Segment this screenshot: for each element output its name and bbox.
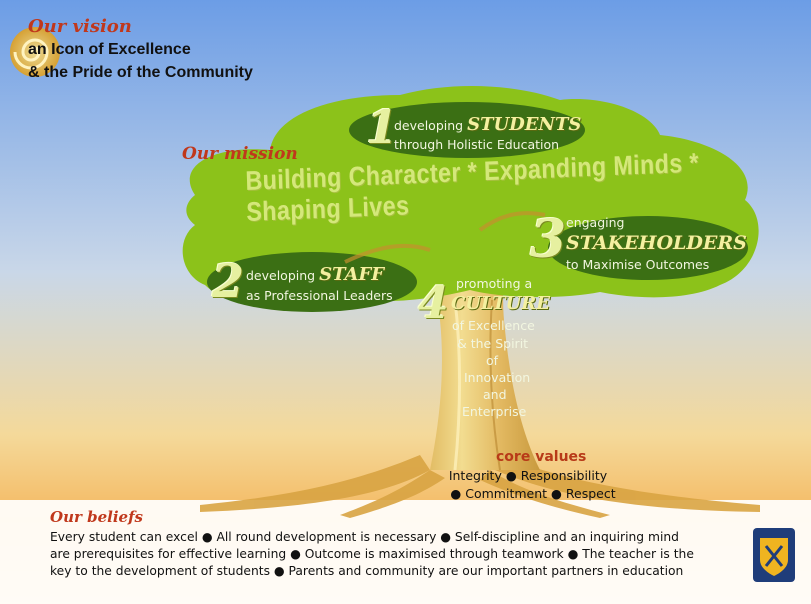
mission-item-3-number: 3 [530, 209, 567, 270]
mission-item-4-line5: Innovation [464, 370, 531, 385]
mission-item-2-line2: as Professional Leaders [246, 288, 393, 303]
vision-line-2: & the Pride of the Community [28, 64, 253, 81]
core-values-heading: core values [496, 449, 587, 465]
mission-item-4-line6: and [483, 387, 507, 402]
core-values-line-1: Integrity ● Responsibility [448, 468, 608, 483]
mission-item-2-line1: developing STAFF [246, 264, 384, 285]
beliefs-panel [0, 500, 811, 604]
mission-item-1-number: 1 [366, 100, 399, 154]
mission-item-4-line4: of [486, 353, 499, 368]
mission-item-1-emph: STUDENTS [467, 114, 582, 135]
spiral-logo-icon [10, 27, 60, 77]
mission-item-3-line2: to Maximise Outcomes [566, 257, 710, 272]
mission-item-2-prefix: developing [246, 268, 320, 283]
mission-item-4-line3: & the Spirit [457, 336, 529, 351]
vision-line-1: an Icon of Excellence [28, 41, 191, 58]
mission-item-4-emph: CULTURE [451, 293, 550, 314]
mission-item-1-line1: developing STUDENTS [394, 114, 581, 135]
mission-item-1-prefix: developing [394, 118, 468, 133]
mission-item-4-number: 4 [418, 278, 449, 329]
beliefs-text: Every student can excel ● All round deve… [50, 529, 750, 580]
mission-item-4-line2: of Excellence [452, 318, 535, 333]
beliefs-line-3: key to the development of students ● Par… [50, 564, 684, 578]
school-crest-icon [753, 528, 795, 582]
mission-item-4-line1: promoting a [456, 276, 533, 291]
mission-item-2-number: 2 [212, 254, 245, 308]
beliefs-line-1: Every student can excel ● All round deve… [50, 530, 679, 544]
mission-item-1-line2: through Holistic Education [394, 137, 560, 152]
beliefs-line-2: are prerequisites for effective learning… [50, 547, 694, 561]
tree-roots [200, 455, 760, 518]
core-values-line-2: ● Commitment ● Respect [450, 486, 616, 501]
mission-heading: Our mission [182, 144, 298, 164]
mission-item-3-line1: engaging [566, 215, 625, 230]
mission-item-3-emph: STAKEHOLDERS [566, 232, 747, 254]
vision-heading: Our vision [28, 16, 132, 37]
beliefs-heading: Our beliefs [50, 508, 143, 526]
mission-item-2-emph: STAFF [319, 264, 385, 285]
mission-item-4-line7: Enterprise [462, 404, 527, 419]
tree-canopy [182, 85, 759, 312]
